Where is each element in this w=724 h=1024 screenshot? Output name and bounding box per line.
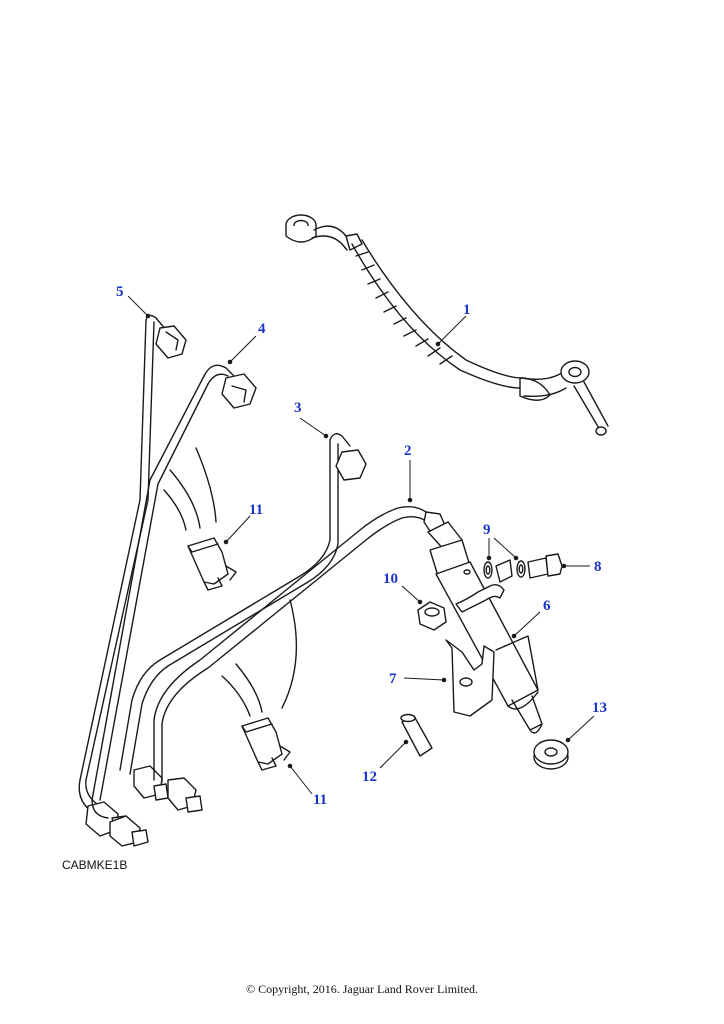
callout-10[interactable]: 10: [383, 571, 398, 587]
callout-5[interactable]: 5: [116, 284, 124, 300]
callout-7[interactable]: 7: [389, 671, 397, 687]
part-1-return-hose: [285, 214, 609, 436]
copyright-notice: © Copyright, 2016. Jaguar Land Rover Lim…: [245, 982, 479, 996]
callout-11-upper[interactable]: 11: [249, 502, 264, 518]
leader-lines: [127, 295, 595, 795]
part-9-washers: [483, 559, 526, 583]
callout-6[interactable]: 6: [543, 598, 551, 614]
callout-12[interactable]: 12: [362, 769, 377, 785]
callout-1[interactable]: 1: [463, 302, 471, 318]
diagram-reference-code: CABMKE1B: [62, 858, 128, 872]
callout-8[interactable]: 8: [594, 559, 602, 575]
callout-4[interactable]: 4: [258, 321, 266, 337]
part-8-banjo-bolt: [527, 553, 563, 579]
part-6-injector: [427, 521, 543, 734]
callout-13[interactable]: 13: [592, 700, 607, 716]
callout-3[interactable]: 3: [294, 400, 302, 416]
part-11-clip-upper: [163, 447, 237, 591]
callout-9[interactable]: 9: [483, 522, 491, 538]
part-11-clip-lower: [221, 599, 298, 771]
part-12-sleeve: [400, 713, 433, 757]
part-10-nut: [417, 601, 447, 631]
part-13-washer: [533, 739, 569, 770]
callout-2[interactable]: 2: [404, 443, 412, 459]
part-2-injector-pipe: [153, 505, 447, 813]
part-3-injector-pipe: [119, 433, 367, 801]
callout-11-lower[interactable]: 11: [313, 792, 328, 808]
part-4-injector-pipe: [91, 364, 257, 847]
part-7-clamp-plate: [445, 639, 495, 717]
